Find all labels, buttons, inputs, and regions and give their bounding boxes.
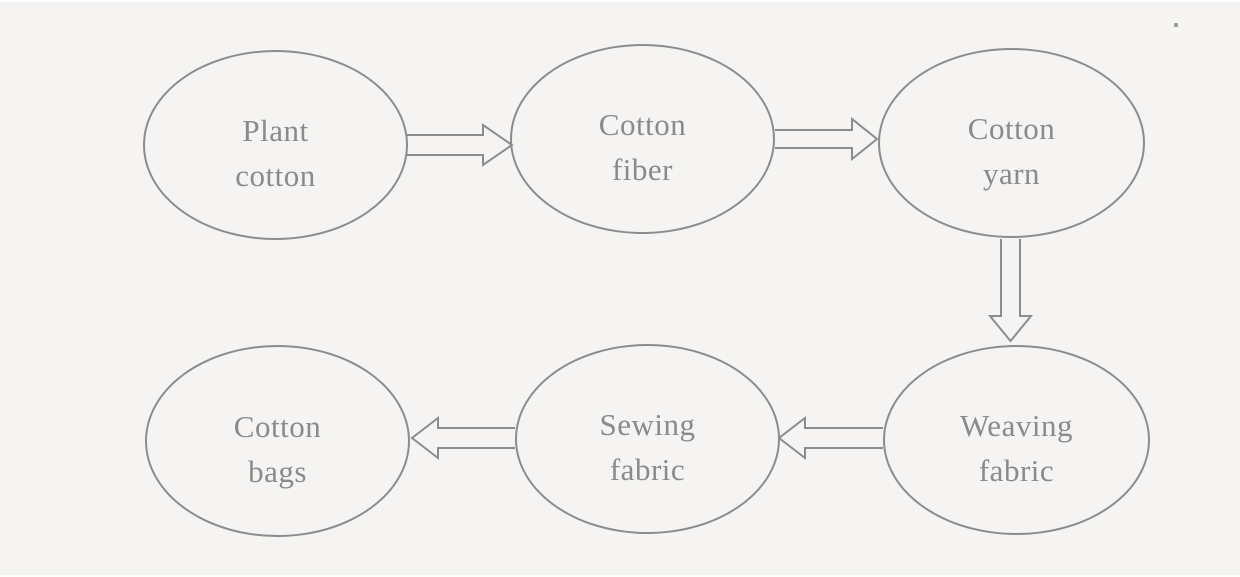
node-label-line: Cotton <box>233 409 322 444</box>
right-arrow-icon-fiber-to-yarn <box>775 116 879 162</box>
node-sewing-fabric: Sewing fabric <box>515 344 780 534</box>
node-label-line: Cotton <box>598 107 687 142</box>
node-label-line: Plant <box>242 113 309 148</box>
node-label-line: fabric <box>609 452 686 487</box>
right-arrow-icon-plant-to-fiber <box>407 123 514 167</box>
node-label-line: fabric <box>978 453 1055 488</box>
down-arrow-icon-yarn-to-weaving <box>987 239 1034 343</box>
node-cotton-yarn: Cotton yarn <box>878 48 1145 238</box>
node-label-line: bags <box>248 454 307 489</box>
node-weaving-fabric: Weaving fabric <box>883 345 1150 535</box>
node-label-line: cotton <box>235 158 316 193</box>
node-cotton-bags: Cotton bags <box>145 345 410 537</box>
node-label-line: Weaving <box>960 408 1073 443</box>
node-label-line: yarn <box>982 156 1041 191</box>
node-plant-cotton: Plant cotton <box>143 50 408 240</box>
node-cotton-fiber: Cotton fiber <box>510 44 775 234</box>
node-label-line: fiber <box>611 152 674 187</box>
node-label-line: Cotton <box>967 111 1056 146</box>
left-arrow-icon-sewing-to-bags <box>410 415 515 461</box>
speck-artifact <box>1174 23 1178 27</box>
node-label-line: Sewing <box>599 407 696 442</box>
left-arrow-icon-weaving-to-sewing <box>777 415 883 461</box>
